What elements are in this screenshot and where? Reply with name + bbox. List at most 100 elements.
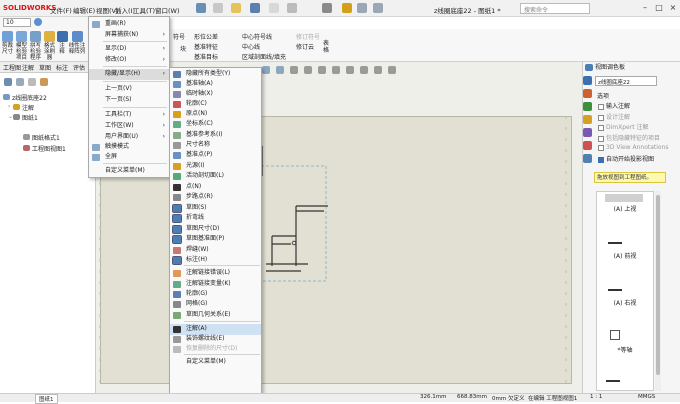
option-checkbox-3[interactable]: 包括隐藏特征的项目 [598,133,660,142]
file-explorer-icon[interactable] [583,115,592,124]
ribbon-tables[interactable]: 表 格 [323,40,330,54]
status-units[interactable]: MMGS [638,394,656,400]
hide-show-item-7[interactable]: 尺寸名称 [170,140,261,151]
feature-tree-icon[interactable] [4,78,12,86]
tab-annotation[interactable]: 注解 [22,65,35,72]
hide-show-item-9[interactable]: 光源(I) [170,161,261,172]
view-menu-item-touch-mode[interactable]: 触摸模式 [89,142,169,153]
view-menu-item-user-interface[interactable]: 用户界面(U)› [89,132,169,143]
hide-show-item-17[interactable]: 焊缝(W) [170,245,261,256]
design-library-icon[interactable] [583,102,592,111]
tab-drawing[interactable]: 工程图 [3,65,22,72]
traffic-light-icon[interactable] [342,3,352,13]
view-menu-item-redraw[interactable]: 重画(R) [89,19,169,30]
menu-tools[interactable]: 工具(T) [133,7,156,15]
menu-view[interactable]: 视图(V) [96,7,119,15]
dimxpert-icon[interactable] [40,78,48,86]
thumbnail-right[interactable] [608,289,622,291]
ribbon-symbol[interactable]: 符号 [173,34,186,41]
hide-show-item-12[interactable]: 步路点(R) [170,192,261,203]
view-menu-item-hide-show[interactable]: 隐藏/显示(H)› [89,69,169,80]
ribbon-linear-note-pattern[interactable]: 线性注 释阵列 [68,31,86,55]
hide-show-item-16[interactable]: 草图基准面(P) [170,234,261,245]
save-icon[interactable] [250,3,260,13]
view-label-iso[interactable]: *等轴 [617,347,633,354]
ribbon-smart-dimension[interactable]: 剪裁 尺寸 [1,31,14,55]
thumbnail-top[interactable] [605,194,643,202]
view-palette-scrollbar[interactable] [655,191,661,391]
tree-item-drawing-view[interactable]: 工程图视图1 [32,146,66,153]
print-icon[interactable] [269,3,279,13]
view-orientation-icon[interactable] [318,66,326,74]
view-menu-item-screen-capture[interactable]: 屏幕捕获(N)› [89,30,169,41]
tree-item-sheet-format[interactable]: 图纸格式1 [32,135,60,142]
hide-show-item-8[interactable]: 基准点(P) [170,150,261,161]
tree-item-sheet[interactable]: 图纸1 [22,115,38,122]
option-checkbox-4[interactable]: 3D View Annotations [598,144,669,151]
hide-show-item-23[interactable]: 草图几何关系(E) [170,310,261,321]
home-icon[interactable] [196,3,206,13]
ribbon-datum-target[interactable]: 基准目标 [194,54,219,61]
ribbon-spell-checker[interactable]: 拼写 检验 程序 [29,31,42,61]
ribbon-revision-cloud[interactable]: 修订云 [296,44,315,51]
checkbox-icon[interactable] [598,114,604,121]
tree-root[interactable]: z线圈底座22 [12,95,47,102]
rebuild-icon[interactable] [357,3,367,13]
thumbnail-iso[interactable] [610,330,620,340]
menu-edit[interactable]: 编辑(E) [73,7,96,15]
hide-show-item-3[interactable]: 轮廓(C) [170,99,261,110]
custom-properties-icon[interactable] [583,154,592,163]
tab-evaluate[interactable]: 评估 [73,65,86,72]
ribbon-centerline[interactable]: 中心线 [242,44,261,51]
hide-show-item-1[interactable]: 基准轴(A) [170,79,261,90]
view-menu-item-customize-menu[interactable]: 自定义菜单(M) [89,166,169,177]
menu-insert[interactable]: 插入(I) [115,7,135,15]
hide-show-item-2[interactable]: 临时轴(X) [170,89,261,100]
zoom-area-icon[interactable] [276,66,284,74]
edit-appearance-icon[interactable] [360,66,368,74]
ribbon-model-items[interactable]: 模型 检验 项目 [15,31,28,61]
undo-icon[interactable] [287,3,297,13]
view-menu-item-workspace[interactable]: 工作区(W)› [89,121,169,132]
ribbon-note[interactable]: 注 释 [57,31,68,55]
hide-show-items-icon[interactable] [346,66,354,74]
view-menu-item-full-screen[interactable]: 全屏 [89,152,169,163]
options-gear-icon[interactable] [373,3,383,13]
sheet-tab[interactable]: 图纸1 [35,394,58,404]
ribbon-datum-feature[interactable]: 基准特征 [194,44,219,51]
view-palette-icon[interactable] [583,128,592,137]
option-checkbox-5[interactable]: 自动开始投影视图 [598,154,654,163]
tree-collapse-icon[interactable]: ⌄ [8,113,14,120]
hide-show-item-14[interactable]: 折弯线 [170,213,261,224]
view-settings-icon[interactable] [388,66,396,74]
font-size-select[interactable]: 10 [3,18,31,27]
hide-show-item-4[interactable]: 原点(N) [170,109,261,120]
view-menu-item-modify[interactable]: 修改(O)› [89,55,169,66]
display-style-icon[interactable] [332,66,340,74]
checkbox-icon[interactable] [598,103,604,110]
tree-expand-icon[interactable]: › [8,103,11,110]
view-label-front[interactable]: (A) 前视 [613,253,637,260]
hide-show-item-24[interactable]: 注解(A) [170,324,261,335]
minimize-button[interactable]: – [643,3,647,12]
apply-scene-icon[interactable] [374,66,382,74]
select-arrow-icon[interactable] [322,3,332,13]
view-menu-item-toolbars[interactable]: 工具栏(T)› [89,110,169,121]
ribbon-geometric-tolerance[interactable]: 形位公差 [194,34,219,41]
thumbnail-extra[interactable] [606,380,620,382]
ribbon-area-hatch[interactable]: 区域剖面线/填充 [242,54,287,61]
thumbnail-front[interactable] [608,242,622,244]
hide-show-item-19[interactable]: 注解链接错误(L) [170,268,261,279]
option-checkbox-2[interactable]: DimXpert 注解 [598,122,648,131]
search-commands-input[interactable]: 搜索命令 [520,3,590,14]
option-checkbox-1[interactable]: 设计注解 [598,112,630,121]
hide-show-item-11[interactable]: 点(N) [170,182,261,193]
hide-show-item-25[interactable]: 装饰螺纹线(E) [170,334,261,345]
hide-show-item-6[interactable]: 基准参考系(I) [170,130,261,141]
hide-show-item-22[interactable]: 网格(G) [170,299,261,310]
close-button[interactable]: × [669,3,677,12]
document-dropdown[interactable]: z线圈底座22 [595,76,657,86]
hide-show-item-27[interactable]: 自定义菜单(M) [170,357,261,368]
checkbox-icon[interactable] [598,124,604,131]
resources-tab-icon[interactable] [583,89,592,98]
